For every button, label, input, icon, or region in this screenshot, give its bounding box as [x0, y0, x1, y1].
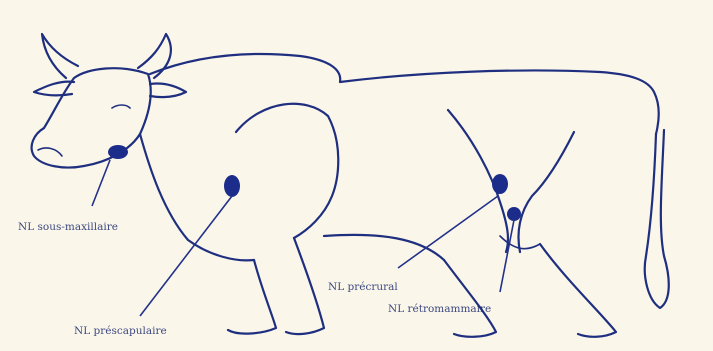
mandibular-label: NL sous-maxillaire — [18, 221, 118, 233]
eye — [112, 105, 130, 108]
muzzle — [38, 148, 62, 156]
tail — [645, 130, 669, 308]
prescapular-label: NL préscapulaire — [74, 325, 167, 337]
front-leg-left — [228, 260, 276, 334]
precrural-leader-line — [398, 196, 498, 268]
mandibular-node — [108, 145, 128, 159]
retromammary-node — [507, 207, 521, 221]
shoulder — [236, 104, 338, 238]
front-leg-right — [286, 238, 324, 334]
mandibular-leader-line — [92, 160, 110, 206]
hind-leg-left — [444, 260, 496, 337]
retromammary-label: NL rétromammaire — [388, 303, 491, 315]
prescapular-node — [224, 175, 240, 197]
head — [32, 68, 151, 167]
hind-leg-right — [540, 244, 616, 337]
precrural-node — [492, 174, 508, 194]
left-horn — [42, 34, 78, 78]
thigh — [519, 132, 575, 252]
right-ear — [150, 83, 186, 97]
back-and-rump — [150, 54, 659, 134]
precrural-label: NL précrural — [328, 281, 398, 293]
